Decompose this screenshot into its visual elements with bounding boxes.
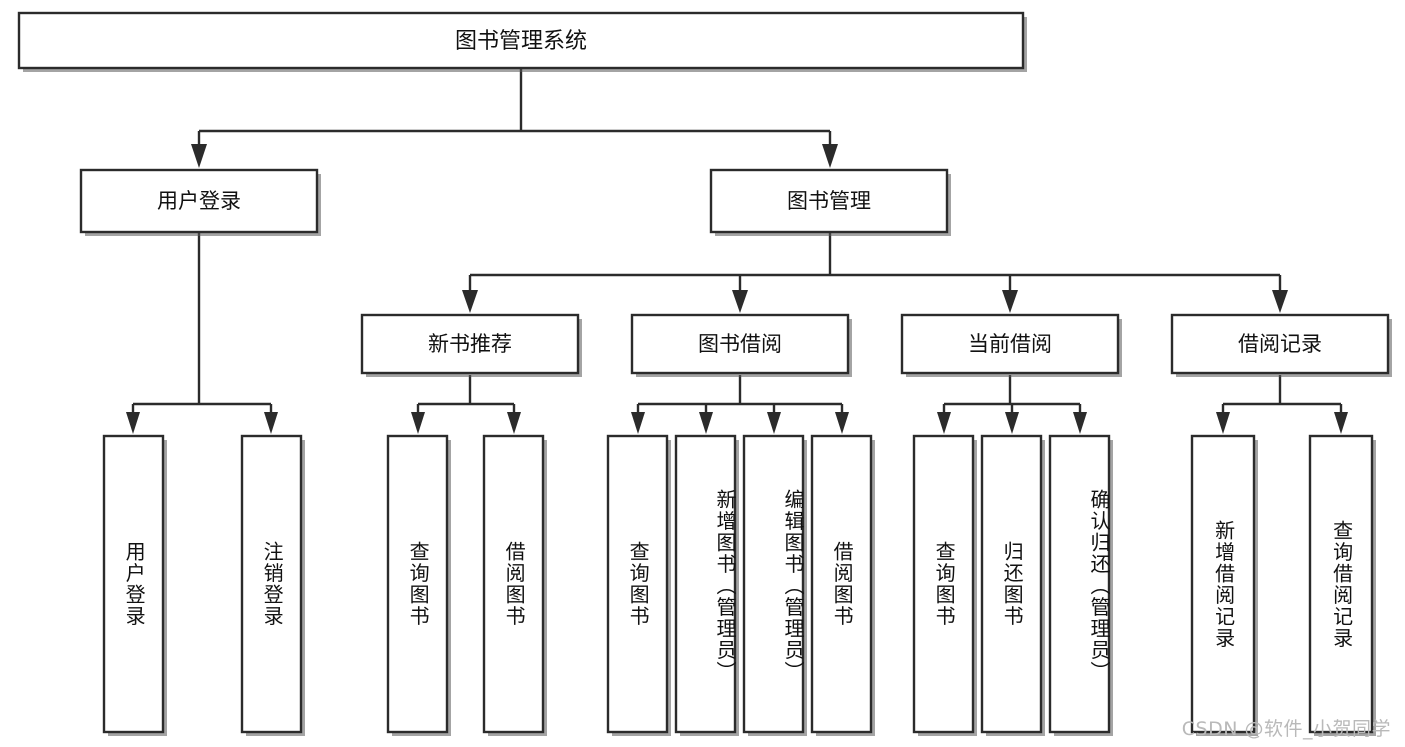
csdn-watermark: CSDN @软件_小贺同学 [1181, 718, 1391, 740]
node-user-login-label: 用户登录 [157, 189, 241, 213]
node-book-borrow-box [630, 313, 850, 375]
node-user-login[interactable]: 用户登录 [79, 168, 321, 236]
node-leaf-borrow-book-1[interactable] [482, 434, 547, 736]
arrow-to-current-borrow-icon [1002, 290, 1018, 313]
node-borrow-record[interactable]: 借阅记录 [1170, 313, 1392, 377]
node-leaf-borrow-book-2[interactable] [810, 434, 875, 736]
node-leaf-query-record-box [1308, 434, 1374, 734]
arrow-to-leaf-add-book-icon [699, 412, 713, 434]
arrow-to-leaf-user-login-icon [126, 412, 140, 434]
edge-group-new-book-rec-to-leaves [411, 375, 521, 434]
node-leaf-query-book-3-box [912, 434, 975, 734]
arrow-to-leaf-add-record-icon [1216, 412, 1230, 434]
arrow-to-leaf-confirm-return-icon [1073, 412, 1087, 434]
node-new-book-rec[interactable]: 新书推荐 [360, 313, 582, 377]
arrow-to-leaf-edit-book-icon [767, 412, 781, 434]
node-leaf-add-record[interactable] [1190, 434, 1258, 736]
arrow-to-book-manage-icon [822, 144, 838, 168]
arrow-to-leaf-query-book-3-icon [937, 412, 951, 434]
arrow-to-book-borrow-icon [732, 290, 748, 313]
node-leaf-add-record-box [1190, 434, 1256, 734]
node-new-book-rec-box [360, 313, 580, 375]
node-leaf-query-record[interactable] [1308, 434, 1376, 736]
node-leaf-add-book[interactable] [674, 434, 739, 736]
edge-group-borrow-record-to-leaves [1216, 375, 1348, 434]
node-leaf-confirm-return[interactable] [1048, 434, 1113, 736]
node-book-manage-label: 图书管理 [787, 189, 871, 213]
node-leaf-query-book-1-box [386, 434, 449, 734]
arrow-to-user-login-icon [191, 144, 207, 168]
node-borrow-record-box [1170, 313, 1390, 375]
arrow-to-leaf-borrow-book-1-icon [507, 412, 521, 434]
edge-group-book-borrow-to-leaves [631, 375, 849, 434]
edge-group-current-borrow-to-leaves [937, 375, 1087, 434]
node-book-manage[interactable]: 图书管理 [709, 168, 951, 236]
edge-group-user-login-to-leaves [126, 232, 278, 434]
arrow-to-leaf-borrow-book-2-icon [835, 412, 849, 434]
node-leaf-edit-book[interactable] [742, 434, 807, 736]
arrow-to-new-book-rec-icon [462, 290, 478, 313]
node-borrow-record-label: 借阅记录 [1238, 332, 1322, 356]
node-current-borrow-box [900, 313, 1120, 375]
node-leaf-user-login[interactable] [102, 434, 167, 736]
node-current-borrow-label: 当前借阅 [968, 332, 1052, 356]
node-leaf-edit-book-box [742, 434, 805, 734]
node-leaf-borrow-book-1-box [482, 434, 545, 734]
arrow-to-leaf-query-book-2-icon [631, 412, 645, 434]
node-user-login-box [79, 168, 319, 234]
node-leaf-user-login-box [102, 434, 165, 734]
node-leaf-borrow-book-2-box [810, 434, 873, 734]
node-leaf-query-book-3[interactable] [912, 434, 977, 736]
arrow-to-leaf-return-book-icon [1005, 412, 1019, 434]
node-leaf-query-book-2-box [606, 434, 669, 734]
node-current-borrow[interactable]: 当前借阅 [900, 313, 1122, 377]
node-leaf-confirm-return-box [1048, 434, 1111, 734]
node-new-book-rec-label: 新书推荐 [428, 332, 512, 356]
node-root[interactable]: 图书管理系统 [17, 11, 1027, 72]
node-book-borrow[interactable]: 图书借阅 [630, 313, 852, 377]
node-leaf-query-book-1[interactable] [386, 434, 451, 736]
node-leaf-query-book-2[interactable] [606, 434, 671, 736]
node-book-borrow-label: 图书借阅 [698, 332, 782, 356]
arrow-to-leaf-query-record-icon [1334, 412, 1348, 434]
arrow-to-borrow-record-icon [1272, 290, 1288, 313]
node-leaf-return-book-box [980, 434, 1043, 734]
node-root-box [17, 11, 1025, 70]
edge-group-root-to-level1 [191, 68, 838, 168]
node-leaf-user-logout[interactable] [240, 434, 305, 736]
node-leaf-user-logout-box [240, 434, 303, 734]
node-leaf-return-book[interactable] [980, 434, 1045, 736]
edge-group-book-manage-to-level2 [462, 232, 1288, 313]
node-book-manage-box [709, 168, 949, 234]
node-root-label: 图书管理系统 [455, 29, 587, 54]
arrow-to-leaf-query-book-1-icon [411, 412, 425, 434]
arrow-to-leaf-user-logout-icon [264, 412, 278, 434]
node-leaf-add-book-box [674, 434, 737, 734]
